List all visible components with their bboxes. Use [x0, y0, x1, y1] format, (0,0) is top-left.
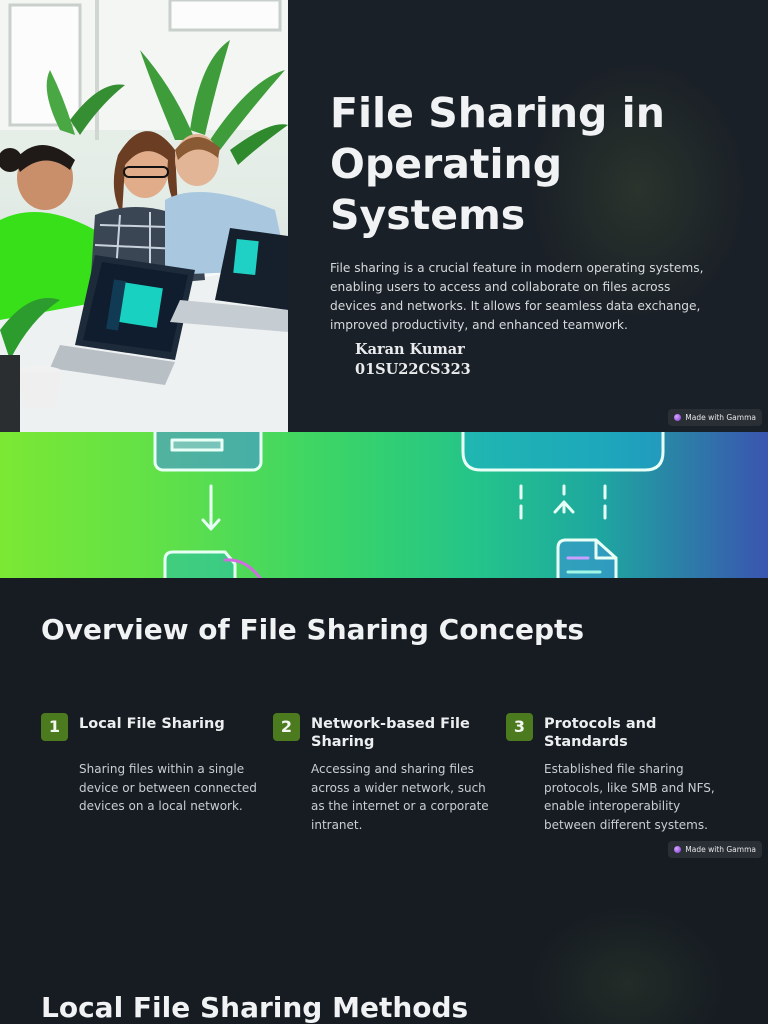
local-methods-slide: Local File Sharing Methods [0, 864, 768, 1024]
step-number: 1 [41, 713, 68, 741]
author-block: Karan Kumar 01SU22CS323 [355, 340, 471, 380]
file-transfer-illustration [153, 432, 665, 578]
badge-label: Made with Gamma [685, 845, 756, 854]
team-working-illustration [0, 0, 288, 432]
title-slide: File Sharing in Operating Systems File s… [0, 0, 768, 432]
section-title: Overview of File Sharing Concepts [41, 613, 585, 646]
hero-image [0, 0, 288, 432]
background-glow [528, 904, 728, 1024]
step-number: 3 [506, 713, 533, 741]
made-with-gamma-badge[interactable]: Made with Gamma [668, 409, 762, 426]
card-description: Sharing files within a single device or … [79, 762, 257, 814]
step-number: 2 [273, 713, 300, 741]
slide-title: File Sharing in Operating Systems [330, 89, 665, 239]
section-title: Local File Sharing Methods [41, 991, 469, 1024]
made-with-gamma-badge[interactable]: Made with Gamma [668, 841, 762, 858]
background-glow [528, 60, 748, 320]
author-id: 01SU22CS323 [355, 361, 471, 378]
card-title: Local File Sharing [79, 716, 225, 732]
card-description: Established file sharing protocols, like… [544, 762, 715, 832]
card-description: Accessing and sharing files across a wid… [311, 762, 489, 832]
gamma-logo-icon [674, 414, 682, 421]
gamma-logo-icon [674, 846, 682, 853]
intro-paragraph: File sharing is a crucial feature in mod… [330, 261, 704, 332]
banner-image [0, 432, 768, 578]
badge-label: Made with Gamma [685, 413, 756, 422]
card-title: Protocols and Standards [544, 716, 657, 750]
card-title: Network-based File Sharing [311, 716, 470, 750]
overview-slide: Overview of File Sharing Concepts 1 Loca… [0, 432, 768, 864]
author-name: Karan Kumar [355, 341, 465, 358]
